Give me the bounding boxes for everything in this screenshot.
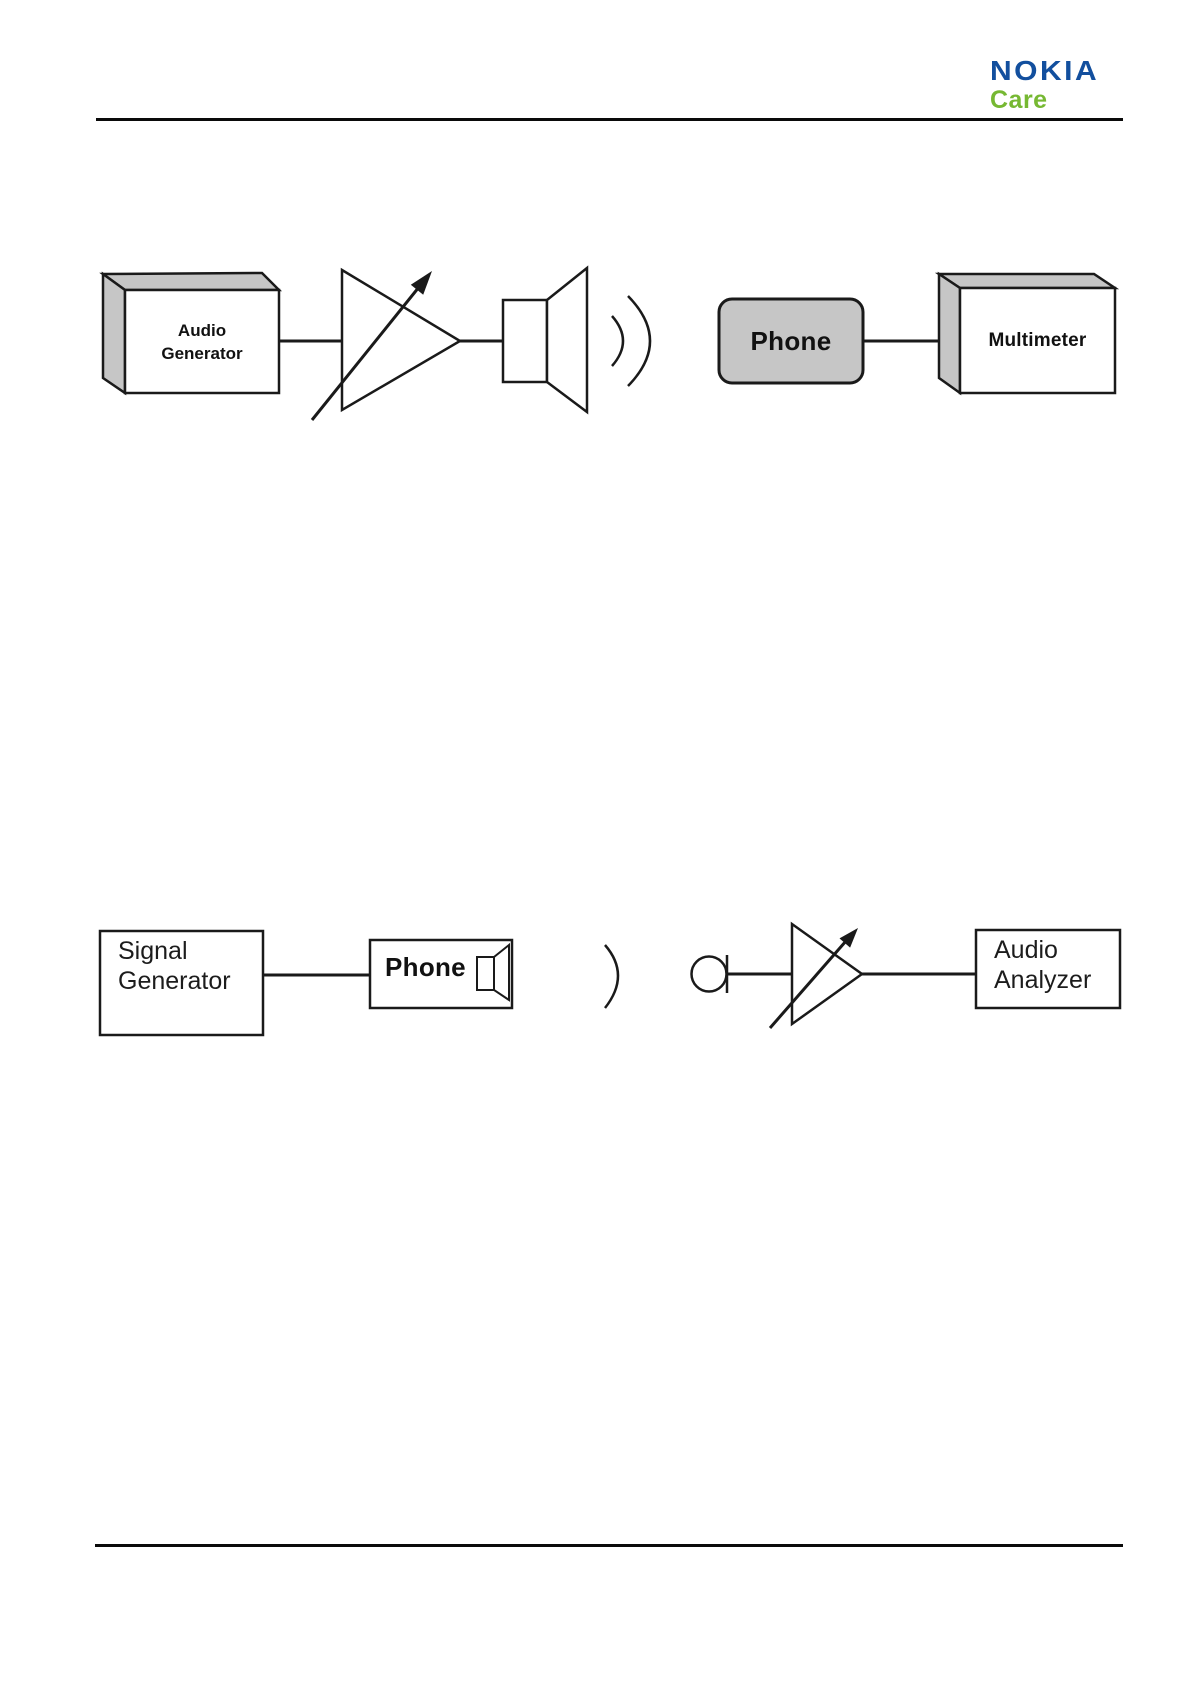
box-front-face [123,288,281,395]
audio-generator-3d-box [99,271,283,396]
label-line: Multimeter [988,329,1087,351]
sound-waves-icon [611,295,652,387]
microphone-icon [690,955,729,993]
nokia-care-logo: NOKIA Care [990,58,1130,113]
multimeter-label: Multimeter [960,288,1115,393]
label-line: Audio [177,320,227,340]
label-line: Phone [750,326,832,356]
speaker-cone [493,942,510,1002]
nokia-wordmark: NOKIA [990,56,1100,87]
signal-generator-box [98,929,265,1037]
phone-label-bottom: Phone [385,953,466,981]
label-line: Phone [385,952,466,982]
speaker-body [476,956,495,991]
sound-wave-inner [611,315,625,367]
amplifier-triangle [340,267,463,413]
label-line: Analyzer [994,966,1092,994]
header-rule [96,118,1123,121]
label-line: Audio [994,936,1058,964]
phone-label-top: Phone [719,299,863,383]
loudspeaker-icon [501,265,589,415]
speaker-body [501,298,549,384]
label-line: Generator [118,967,231,995]
sound-wave-icon [604,944,620,1009]
box-top-face [99,271,283,292]
signal-generator-label: Signal Generator [118,936,231,996]
label-line: Generator [161,343,243,363]
box-front-face [958,286,1117,395]
loudspeaker-icon [476,942,510,1002]
box-top-face [934,272,1120,290]
label-line: Signal [118,937,188,965]
phone-outline [368,938,514,1010]
amplifier-triangle [790,921,865,1027]
care-wordmark: Care [990,86,1048,114]
audio-analyzer-label: Audio Analyzer [994,935,1091,995]
gain-arrow-shaft [768,940,848,1029]
phone-box-bottom [368,938,514,1010]
gain-arrow-head [839,928,858,948]
gain-arrow-head [410,271,432,295]
audio-analyzer-box [974,928,1122,1010]
variable-amplifier-icon [768,921,865,1029]
audio-generator-label: Audio Generator [125,290,279,393]
footer-rule [95,1544,1123,1547]
gain-arrow-shaft [310,286,421,421]
variable-amplifier-icon [310,267,463,421]
multimeter-3d-box [934,271,1120,396]
sound-wave-outer [627,295,652,387]
mic-capsule [690,955,728,993]
box-left-face [937,271,962,396]
speaker-cone [545,265,589,415]
box-left-face [101,271,127,396]
